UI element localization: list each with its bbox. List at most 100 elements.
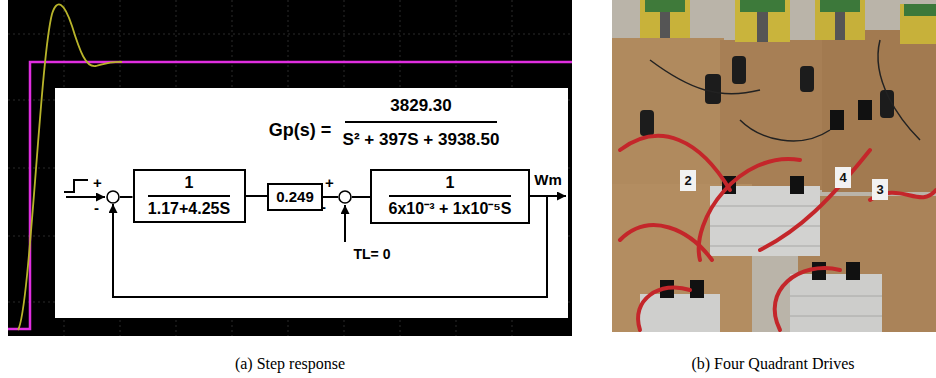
capacitors (732, 56, 746, 84)
heat-sinks (790, 316, 882, 317)
signal-path (120, 196, 133, 198)
capacitors (800, 66, 814, 92)
red-wires (699, 159, 800, 260)
red-wires (620, 136, 936, 330)
junction-circle (339, 191, 351, 203)
number-stickers (680, 170, 696, 191)
circuit-board (822, 30, 936, 192)
label-holder: 2 (684, 174, 691, 189)
label-holder: S² + 397S + 3938.50 (343, 130, 500, 150)
heat-sinks (710, 206, 882, 316)
board-number: 2 (684, 174, 691, 189)
heat-sinks (640, 294, 720, 332)
power-transistors (790, 176, 804, 194)
transformers (815, 0, 865, 40)
block-content: 0.249 (276, 188, 314, 205)
signal-path (352, 196, 370, 198)
summing-junction: +- (338, 190, 352, 204)
transformers (640, 0, 936, 44)
sign-holder: + (325, 175, 334, 190)
signal-wires-photo (650, 60, 760, 94)
transformers (735, 0, 790, 42)
feedback-path (113, 196, 547, 297)
scope-background (8, 0, 572, 336)
red-wires (760, 150, 870, 250)
junction-outline (338, 190, 352, 204)
summing-junction: +- (106, 190, 120, 204)
reference-step-line (8, 62, 572, 329)
heat-sinks (710, 226, 820, 227)
signal-wires-photo (878, 40, 920, 140)
power-transistors (690, 280, 704, 298)
signal-path (323, 196, 338, 198)
junction-outline (106, 190, 120, 204)
transformers (820, 0, 860, 12)
output-signal-label: Wm (534, 171, 562, 188)
gain-block: 0.249 (267, 183, 323, 211)
number-stickers (835, 167, 851, 188)
transformers (757, 12, 768, 42)
red-wires (620, 136, 730, 190)
red-wires (638, 287, 690, 330)
power-transistors (858, 100, 872, 120)
capacitors (705, 74, 721, 104)
label-holder: 4 (839, 171, 846, 186)
label-holder: (a) Step response (235, 355, 345, 373)
step-input-symbol (64, 180, 88, 192)
label-holder: 3 (876, 183, 883, 198)
transformers (835, 12, 845, 40)
transformers (660, 12, 670, 38)
drive-board-photo (612, 0, 936, 332)
power-transistors (812, 262, 826, 280)
heat-sinks (710, 206, 820, 207)
input-arrow (66, 196, 105, 198)
block-content: 11.17+4.25S (148, 174, 230, 218)
junction-circle (107, 191, 119, 203)
scope-grid (8, 0, 572, 336)
sign-label: - (94, 200, 99, 215)
board-number: 3 (876, 183, 883, 198)
signal-wires-photo (650, 40, 920, 141)
red-wires (775, 268, 840, 330)
transformers (900, 4, 936, 44)
transformers (640, 0, 690, 38)
signal-path (246, 195, 268, 197)
fraction-bar (389, 195, 512, 197)
board-number: 4 (839, 171, 846, 186)
sign-holder: + (93, 175, 102, 190)
sign-holder: - (321, 199, 326, 214)
red-wires (620, 225, 712, 260)
heat-sinks (790, 296, 882, 297)
power-transistors (846, 262, 860, 280)
controller-block: 11.17+4.25S (133, 169, 246, 223)
heat-sinks (790, 274, 882, 332)
number-stickers (872, 179, 888, 200)
circuit-board (720, 40, 828, 190)
power-transistors (830, 110, 844, 130)
motor-block: 1 6x10⁻³ + 1x10⁻⁵S (370, 169, 530, 224)
subfigure-caption: (a) Step response (235, 355, 345, 373)
label-holder: (b) Four Quadrant Drives (691, 355, 854, 373)
transformers (904, 4, 936, 16)
block-content: 1 6x10⁻³ + 1x10⁻⁵S (389, 174, 512, 218)
label-holder: Gp(s) = (269, 120, 332, 141)
transformers (645, 0, 685, 12)
sign-label: - (321, 199, 326, 214)
sign-label: + (325, 175, 334, 190)
fraction-bar (148, 195, 230, 197)
label-holder: Wm (534, 171, 562, 188)
transformers (740, 0, 785, 12)
sign-holder: - (94, 200, 99, 215)
denominator: S² + 397S + 3938.50 (343, 130, 500, 150)
subfigure-caption: (b) Four Quadrant Drives (691, 355, 854, 373)
transfer-function-name: Gp(s) = (269, 120, 332, 141)
load-torque-arrow (344, 205, 346, 242)
load-torque-label: TL= 0 (354, 246, 391, 262)
photo-background (612, 0, 936, 332)
numerator: 3829.30 (390, 96, 451, 116)
block-text: 6x10⁻³ + 1x10⁻⁵S (389, 200, 512, 218)
numerator: 1 (446, 174, 455, 192)
sign-label: + (93, 175, 102, 190)
capacitors (640, 110, 654, 136)
label-holder: TL= 0 (354, 246, 391, 262)
